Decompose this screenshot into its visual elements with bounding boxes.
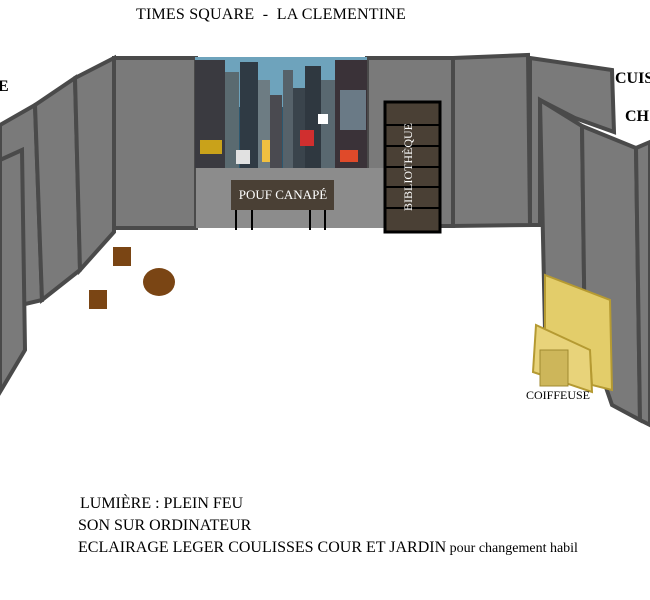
coiffeuse-vanity (531, 273, 614, 394)
left-wall-panel-front (0, 146, 28, 396)
note-lighting: LUMIÈRE : PLEIN FEU (80, 495, 244, 512)
note-sound: SON SUR ORDINATEUR (78, 517, 252, 534)
right-wall-panel-1 (451, 52, 533, 229)
note-backstage-caps: ECLAIRAGE LEGER COULISSES COUR ET JARDIN (78, 539, 447, 556)
chambre-label: CH (625, 108, 649, 125)
left-wall-panel-2 (72, 54, 116, 276)
page-title: TIMES SQUARE - LA CLEMENTINE (136, 6, 406, 23)
cuisine-label: CUIS (615, 70, 650, 87)
pouf-label: POUF CANAPÉ (239, 187, 328, 202)
bibliotheque-label: BIBLIOTHÈQUE (401, 123, 415, 211)
square-stool-icon (113, 247, 131, 266)
left-edge-label: E (0, 78, 9, 95)
technical-notes: LUMIÈRE : PLEIN FEU SON SUR ORDINATEUR E… (78, 493, 578, 560)
pouf-canape (231, 180, 334, 230)
square-stool-icon (89, 290, 107, 309)
left-wall-panel-1 (32, 74, 83, 305)
back-wall-left (112, 56, 198, 230)
city-skyline-icon (195, 57, 367, 168)
right-wall-panel-5 (633, 139, 650, 428)
note-backstage-rest: pour changement habil (446, 541, 578, 556)
bibliotheque-shelf (383, 100, 442, 234)
coiffeuse-label: COIFFEUSE (526, 388, 590, 402)
round-table-icon (143, 268, 175, 296)
note-backstage-lighting: ECLAIRAGE LEGER COULISSES COUR ET JARDIN… (78, 537, 578, 560)
